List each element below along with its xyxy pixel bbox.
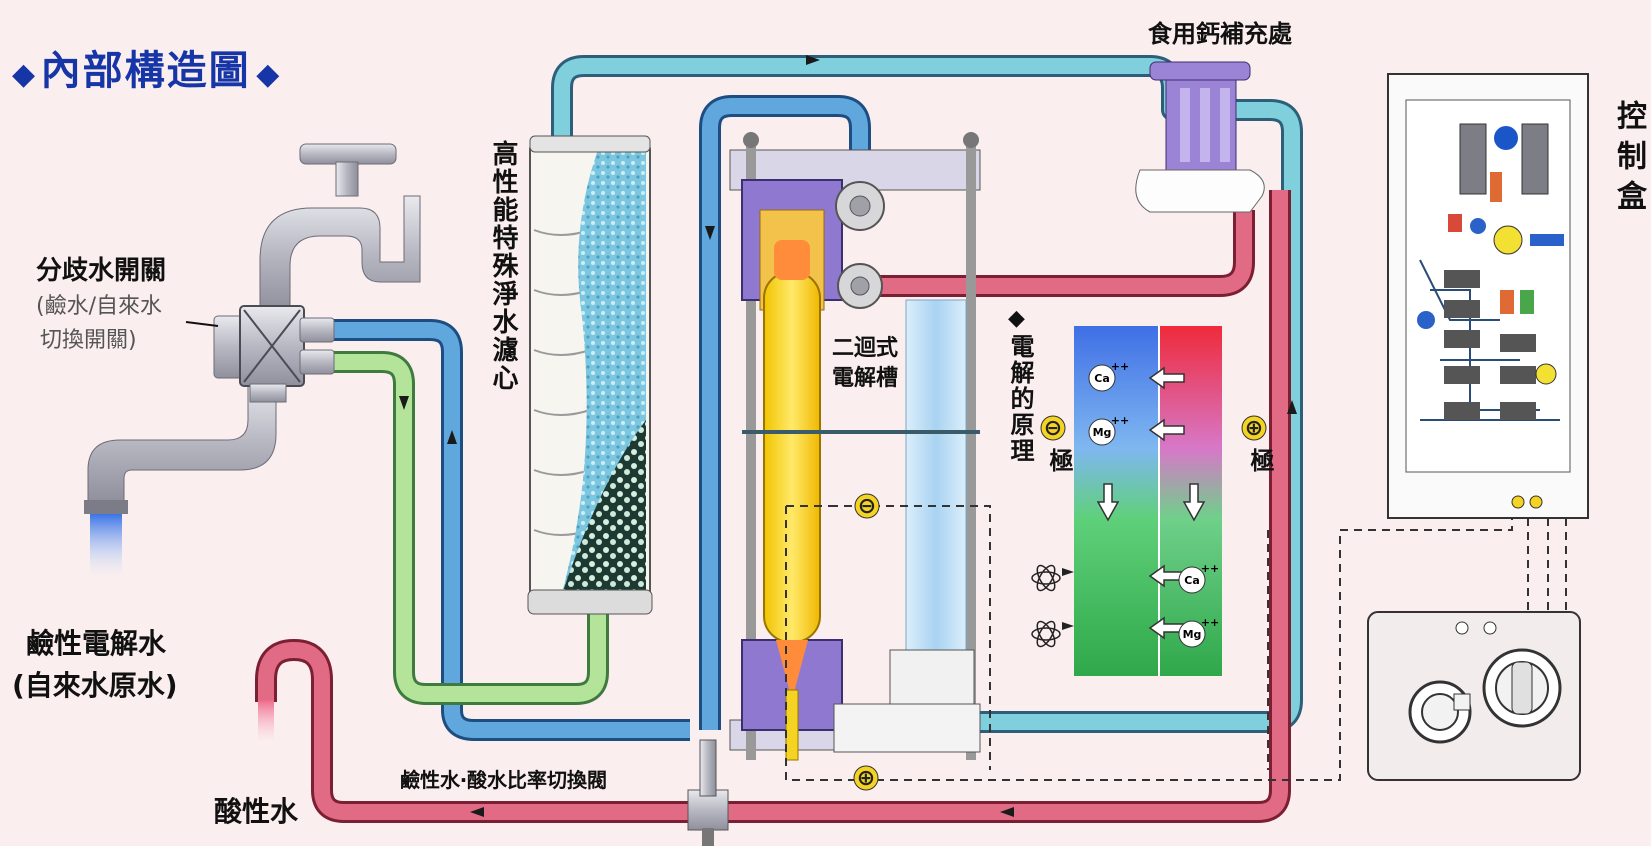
calcium-supply-label: 食用鈣補充處 xyxy=(1148,20,1292,48)
title-diamond-right: ◆ xyxy=(256,57,280,92)
alkaline-water-stream xyxy=(90,514,122,578)
page-title: ◆ 內部構造圖 ◆ xyxy=(12,38,279,96)
control-box xyxy=(1387,73,1589,519)
acidic-water-stream xyxy=(258,700,274,742)
electrolysis-principle-panel: Ca Mg Ca Mg ++ ++ ++ ++ xyxy=(1031,326,1222,676)
filter-label: 高性能特殊淨水濾心 xyxy=(488,140,518,392)
cell-label-line2: 電解槽 xyxy=(832,366,899,391)
atom-icon xyxy=(1031,564,1061,648)
ion-mg-2: Mg xyxy=(1183,628,1202,641)
ion-symbols: Ca Mg Ca Mg ++ ++ ++ ++ xyxy=(1088,360,1219,648)
negative-pole-label: 極 xyxy=(1045,448,1073,474)
tap-water-label: (自來水原水) xyxy=(12,669,178,702)
principle-minus: ⊖ xyxy=(1044,416,1062,441)
title-text: 內部構造圖 xyxy=(40,48,251,94)
branch-switch[interactable] xyxy=(185,305,335,403)
calcium-supply-unit xyxy=(1135,61,1265,213)
cell-label-line1: 二迴式 xyxy=(832,336,899,361)
title-diamond-left: ◆ xyxy=(12,57,36,92)
branch-switch-sub2: 切換開關) xyxy=(40,328,137,353)
principle-label: 電解的原理 xyxy=(1006,334,1034,464)
ion-charge-1: ++ xyxy=(1111,360,1129,373)
alkaline-water-label: 鹼性電解水 xyxy=(26,627,167,660)
pipe-red-upper xyxy=(860,210,1255,297)
polarity-markers: ⊖ ⊕ ⊖ ⊕ xyxy=(853,415,1267,791)
power-switch[interactable] xyxy=(1408,680,1472,744)
positive-pole-label: 極 xyxy=(1246,448,1274,474)
ion-charge-4: ++ xyxy=(1201,616,1219,629)
branch-switch-sub1: (鹼水/自來水 xyxy=(36,294,162,319)
acidic-water-label: 酸性水 xyxy=(214,795,299,828)
filter-cartridge xyxy=(527,135,653,615)
ion-ca-1: Ca xyxy=(1094,372,1110,385)
ratio-switch-label: 鹼性水‧酸水比率切換閥 xyxy=(400,768,607,792)
principle-mark: ◆ xyxy=(1008,306,1025,331)
faucet xyxy=(84,143,421,578)
electrolytic-cell xyxy=(729,132,981,761)
ion-mg-1: Mg xyxy=(1093,426,1112,439)
flow-arrows xyxy=(399,55,1297,817)
control-box-label: 控制盒 xyxy=(1611,100,1646,220)
branch-switch-label: 分歧水開關 xyxy=(36,256,167,286)
ion-charge-2: ++ xyxy=(1111,414,1129,427)
ratio-switch-valve[interactable] xyxy=(687,739,729,846)
selector-knob[interactable] xyxy=(1482,648,1562,728)
cell-plus: ⊕ xyxy=(857,766,875,791)
cell-minus: ⊖ xyxy=(858,494,876,519)
ion-charge-3: ++ xyxy=(1201,562,1219,575)
principle-plus: ⊕ xyxy=(1245,416,1263,441)
ion-ca-2: Ca xyxy=(1184,574,1200,587)
